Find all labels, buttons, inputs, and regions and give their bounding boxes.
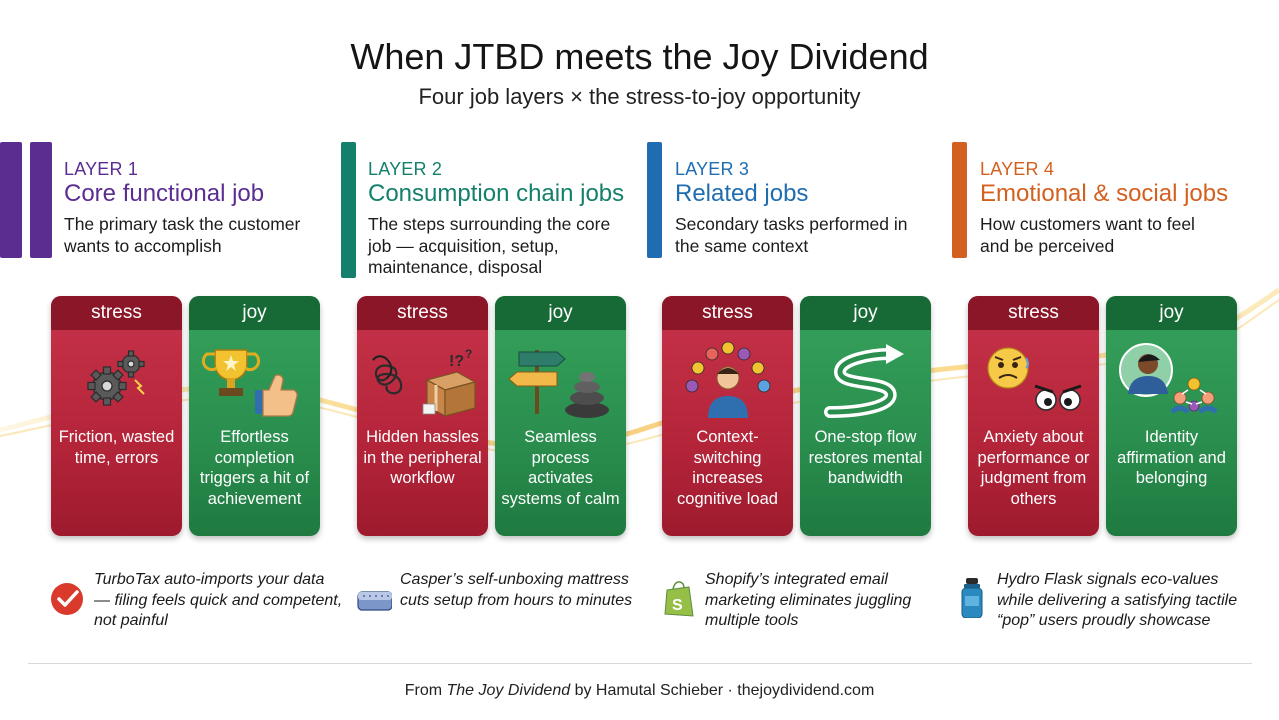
layer-3-joy-text: One-stop flow restores mental bandwidth bbox=[808, 428, 923, 487]
trophy-thumbs-up-icon bbox=[201, 349, 298, 417]
layer-1-color-bar bbox=[30, 142, 52, 258]
layer-1-joy-card: joy Effortless completion triggers a hit… bbox=[189, 296, 320, 536]
layer-4-label: LAYER 4 bbox=[980, 159, 1055, 179]
layer-1-stress-text: Friction, wasted time, errors bbox=[58, 428, 175, 467]
layer-3-example: S Shopify’s integrated email marketing e… bbox=[661, 570, 961, 634]
layer-2-stress-card: stress !? ? Hidden hassles in the periph… bbox=[357, 296, 488, 536]
layer-4-joy-card: joy Identity affirmation and belonging bbox=[1106, 296, 1237, 536]
layer-4-bar bbox=[952, 142, 967, 258]
layer-2-example-text: Casper’s self-unboxing mattress cuts set… bbox=[400, 571, 633, 609]
layer-4-name: Emotional & social jobs bbox=[980, 180, 1229, 207]
stress-header: stress bbox=[968, 296, 1099, 330]
page-title: When JTBD meets the Joy Dividend bbox=[350, 36, 929, 77]
layer-3-example-text: Shopify’s integrated email marketing eli… bbox=[705, 571, 912, 629]
stress-header: stress bbox=[51, 296, 182, 330]
layer-3-bar bbox=[647, 142, 662, 258]
layer-1-label: LAYER 1 bbox=[64, 159, 139, 179]
layer-3-name: Related jobs bbox=[675, 180, 809, 207]
joy-header: joy bbox=[495, 296, 626, 330]
check-circle-icon bbox=[51, 583, 83, 615]
layer-4-header: LAYER 4 Emotional & social jobs How cust… bbox=[952, 142, 1272, 280]
layer-1-example: TurboTax auto-imports your data — filing… bbox=[50, 570, 350, 634]
layer-2-label: LAYER 2 bbox=[368, 159, 443, 179]
anxious-face-icon bbox=[987, 347, 1082, 411]
community-icon bbox=[1119, 343, 1218, 414]
layer-3-desc: Secondary tasks performed in the same co… bbox=[675, 214, 908, 256]
layer-2-stress-text: Hidden hassles in the peripheral workflo… bbox=[363, 428, 482, 487]
layer-4-example: Hydro Flask signals eco-values while del… bbox=[953, 570, 1268, 634]
layer-3-joy-card: joy One-stop flow restores mental bandwi… bbox=[800, 296, 931, 536]
layer-1-bar bbox=[0, 142, 22, 258]
layer-1-joy-text: Effortless completion triggers a hit of … bbox=[199, 428, 310, 508]
joy-header: joy bbox=[189, 296, 320, 330]
svg-text:S: S bbox=[672, 597, 683, 614]
layer-2-header: LAYER 2 Consumption chain jobs The steps… bbox=[341, 142, 641, 280]
footer-credit: From The Joy Dividend by Hamutal Schiebe… bbox=[0, 682, 1279, 700]
stress-header: stress bbox=[357, 296, 488, 330]
layer-1-example-text: TurboTax auto-imports your data — filing… bbox=[94, 571, 343, 629]
stress-header: stress bbox=[662, 296, 793, 330]
layer-1-header bbox=[0, 142, 335, 280]
joy-header: joy bbox=[1106, 296, 1237, 330]
layer-4-desc: How customers want to feel and be percei… bbox=[980, 214, 1195, 256]
mattress-icon bbox=[357, 591, 392, 611]
footer-prefix: From bbox=[404, 682, 447, 699]
layer-4-stress-text: Anxiety about performance or judgment fr… bbox=[977, 428, 1090, 508]
layer-2-joy-text: Seamless process activates systems of ca… bbox=[501, 428, 620, 508]
layer-4-example-text: Hydro Flask signals eco-values while del… bbox=[997, 571, 1238, 629]
layer-2-joy-card: joy Seamless process activates systems o… bbox=[495, 296, 626, 536]
layer-3-stress-text: Context-switching increases cognitive lo… bbox=[677, 428, 778, 508]
layer-2-name: Consumption chain jobs bbox=[368, 180, 625, 207]
water-bottle-icon bbox=[961, 578, 983, 618]
tangled-box-icon: !? ? bbox=[372, 347, 477, 418]
layer-2-desc: The steps surrounding the core job — acq… bbox=[368, 214, 611, 277]
overwhelmed-person-icon bbox=[685, 341, 771, 418]
footer-suffix: by Hamutal Schieber · thejoydividend.com bbox=[570, 682, 875, 699]
layer-4-stress-card: stress Anxiety about performance or judg… bbox=[968, 296, 1099, 536]
svg-text:?: ? bbox=[465, 347, 472, 361]
gears-icon bbox=[87, 350, 145, 406]
layer-2-bar bbox=[341, 142, 356, 278]
winding-arrow-icon bbox=[824, 344, 904, 418]
svg-text:!?: !? bbox=[449, 353, 464, 370]
layer-3-label: LAYER 3 bbox=[675, 159, 750, 179]
layer-1-stress-card: stress Friction, wasted time, errors bbox=[51, 296, 182, 536]
layer-3-header: LAYER 3 Related jobs Secondary tasks per… bbox=[647, 142, 947, 280]
layer-4-joy-text: Identity affirmation and belonging bbox=[1117, 428, 1226, 487]
footer-book-title: The Joy Dividend bbox=[446, 682, 571, 699]
footer-divider bbox=[28, 663, 1252, 664]
layer-1-header-text: LAYER 1 Core functional job The primary … bbox=[0, 142, 330, 280]
layer-1-name: Core functional job bbox=[64, 180, 265, 207]
shopify-bag-icon: S bbox=[664, 581, 694, 617]
joy-header: joy bbox=[800, 296, 931, 330]
layer-3-stress-card: stress Context-switching increases cogni… bbox=[662, 296, 793, 536]
page-subtitle: Four job layers × the stress-to-joy oppo… bbox=[418, 84, 861, 109]
signpost-stones-icon bbox=[508, 350, 609, 418]
layer-2-example: Casper’s self-unboxing mattress cuts set… bbox=[356, 570, 656, 634]
layer-1-desc: The primary task the customer wants to a… bbox=[64, 214, 301, 256]
